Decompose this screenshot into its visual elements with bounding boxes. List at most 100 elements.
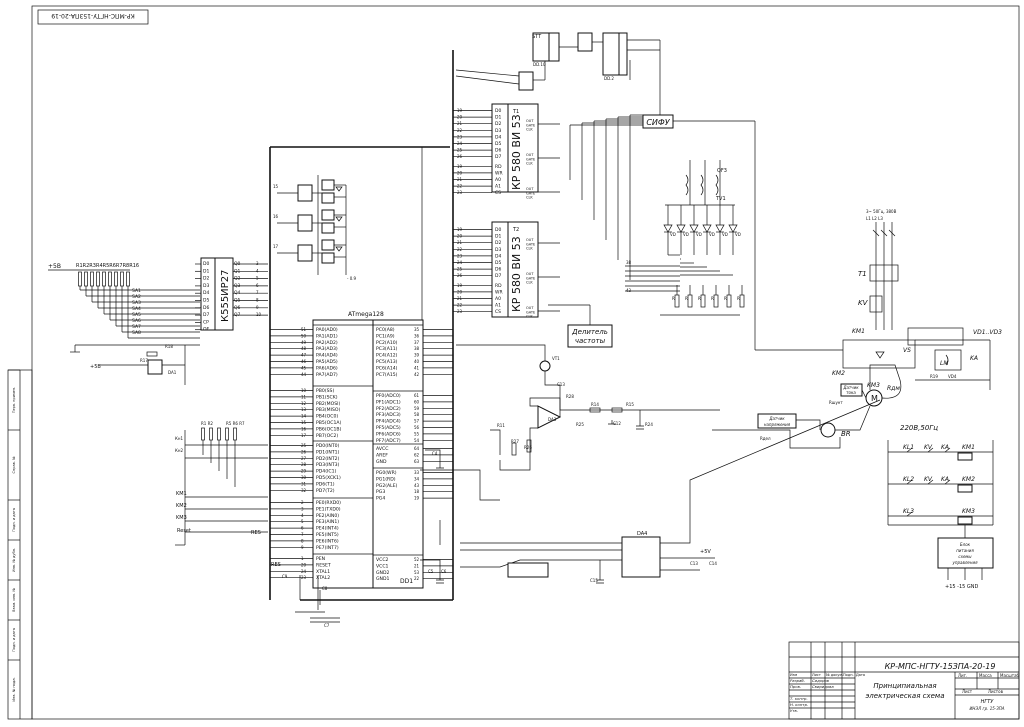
register-input-pin: D1 [203, 268, 209, 274]
mcu-pin-number: 56 [414, 425, 420, 430]
opamp-symbol [537, 405, 562, 429]
timer-input-pin: D4 [495, 134, 501, 140]
mcu-pin-number: 54 [414, 438, 420, 443]
timer-output-pin: GATE [526, 191, 535, 195]
load-resistor-label: R [698, 296, 701, 301]
timer-output-pin: CLK [526, 162, 533, 166]
mcu-left-pin: PE7(INT7) [316, 545, 339, 551]
svg-text:DD.2: DD.2 [604, 76, 614, 81]
svg-text:C13: C13 [557, 382, 565, 387]
side-label: Подп. и дата [12, 508, 16, 532]
mcu-pin-number: 53 [414, 570, 420, 575]
thyristor-label: VD [709, 232, 715, 237]
timer-input-pin: D5 [495, 141, 501, 147]
mcu-right-pin: PF1(ADC1) [376, 399, 401, 405]
timer2-chip: T2 КР 580 ВИ 53 [491, 221, 539, 318]
mcu-pin-number: 61 [414, 393, 420, 398]
mcu-left-pin: XTAL2 [316, 575, 330, 581]
res-label: R19 [930, 374, 938, 379]
mcu-pin-number: 37 [414, 340, 420, 345]
stamp-role: Т. контр. [790, 696, 808, 701]
timer1-label: КР 580 ВИ 53 [510, 114, 523, 190]
timer-input-pin: D3 [495, 128, 501, 134]
mcu-pin-number: 64 [414, 446, 420, 451]
relay-contact-label: KL3 [903, 508, 914, 515]
sensor-voltage-l1: Датчик [768, 416, 785, 421]
title-block: КР-МПС-НГТУ-15ЗПА-20-19 Принципиальная э… [788, 641, 1020, 720]
timer-input-pin: D2 [495, 121, 501, 127]
register-input-pin: CP [203, 319, 209, 325]
tach-label: BR [841, 430, 851, 438]
mcu-left-pin: PB0(SS) [316, 388, 334, 394]
mcu-right-pin: PC4(A12) [376, 353, 398, 359]
side-label: Перв. примен. [12, 387, 16, 413]
thyristor-label: VD [670, 232, 676, 237]
switch-label: SA1 [132, 288, 141, 294]
timer-input-pin: D2 [495, 240, 501, 246]
gate-input-number: 15 [273, 184, 279, 189]
km1-label: KM1 [852, 328, 865, 335]
svg-text:DD.10: DD.10 [533, 62, 546, 67]
relay-contact-label: KA [941, 444, 949, 451]
stamp-role: Н. контр. [790, 702, 808, 707]
svg-text:C4: C4 [432, 451, 438, 456]
timer-output-pin: GATE [526, 242, 535, 246]
sensor-speed-l2: тока [846, 390, 856, 395]
register-pin-number: 5 [256, 276, 259, 281]
relay-contact-label: KM2 [962, 476, 975, 483]
side-label: Подп. и дата [12, 628, 16, 652]
relay-contact-label: KL2 [903, 476, 914, 483]
register-input-pin: D4 [203, 290, 209, 296]
mcu-pin-number: 59 [414, 406, 420, 411]
stamp-name: Сидоров [812, 678, 830, 683]
timer-input-pin: A1 [495, 303, 501, 309]
svg-text:R15: R15 [626, 402, 634, 407]
mcu-left-pin: PA1(AD1) [316, 333, 338, 339]
stamp-mass: Масса [979, 673, 992, 678]
mcu-right-pin: PF6(ADC6) [376, 431, 401, 437]
plus5-small: +5В [90, 364, 101, 370]
mcu-left-pin: PD0(INT0) [316, 443, 340, 449]
timer-input-pin: CS [495, 309, 501, 315]
timer-input-pin: WR [495, 289, 503, 295]
resistor-ladder: R1R2R3R4R5R6R7R8R16 +5В [48, 263, 200, 353]
timer-input-pin: D4 [495, 253, 501, 259]
switch-label: SA2 [132, 294, 141, 300]
resistor-ladder-label: R1R2R3R4R5R6R7R8R16 [76, 263, 139, 269]
res-label: RES [251, 530, 261, 536]
register-input-pin: D3 [203, 283, 209, 289]
stamp-col-header: Изм [790, 673, 797, 677]
timer-input-pin: D0 [495, 108, 501, 114]
svg-text:STT: STT [532, 34, 542, 40]
motor-label: M [871, 394, 878, 403]
control-l1: Блок [960, 542, 971, 547]
km-input-label: KM2 [176, 503, 187, 509]
stamp-sheets: Листов [988, 689, 1004, 694]
stamp-col-header: Лист [812, 673, 821, 677]
mcu-right-pin: AVCC [376, 446, 388, 452]
button-label: Кн2 [175, 448, 183, 453]
timer-output-pin: CLK [526, 315, 533, 319]
mcu-right-pin: PF2(ADC2) [376, 406, 401, 412]
mcu-left-pin: PB5(OC1A) [316, 420, 342, 426]
pin-number: 38 [626, 260, 632, 265]
mcu-left-pin: PA4(AD4) [316, 353, 338, 359]
timer-output-pin: OUT [526, 187, 534, 191]
timer-output-pin: CLK [526, 128, 533, 132]
register-input-pin: D5 [203, 298, 209, 304]
analog-frontend: DA3 VT1 R27 R26 R14 R15 R24 C12 R28 C13 … [420, 344, 720, 501]
mcu-pin-number: 62 [414, 452, 420, 457]
mcu-pin-number: 22 [414, 576, 420, 581]
phases-label: L1 L2 L3 [866, 216, 883, 221]
svg-text:R28: R28 [566, 394, 574, 399]
mcu-pin-number: 60 [414, 399, 420, 404]
mcu-left-pin: XTAL1 [316, 569, 330, 575]
stamp-code: КР-МПС-НГТУ-15ЗПА-20-19 [885, 662, 996, 671]
svg-text:R14: R14 [591, 402, 599, 407]
register-input-pin: D6 [203, 305, 209, 311]
svg-text:C15: C15 [590, 578, 598, 583]
svg-text:C13: C13 [690, 561, 698, 566]
side-label: Инв. № подл. [12, 677, 16, 701]
timer-output-pin: CLK [526, 281, 533, 285]
